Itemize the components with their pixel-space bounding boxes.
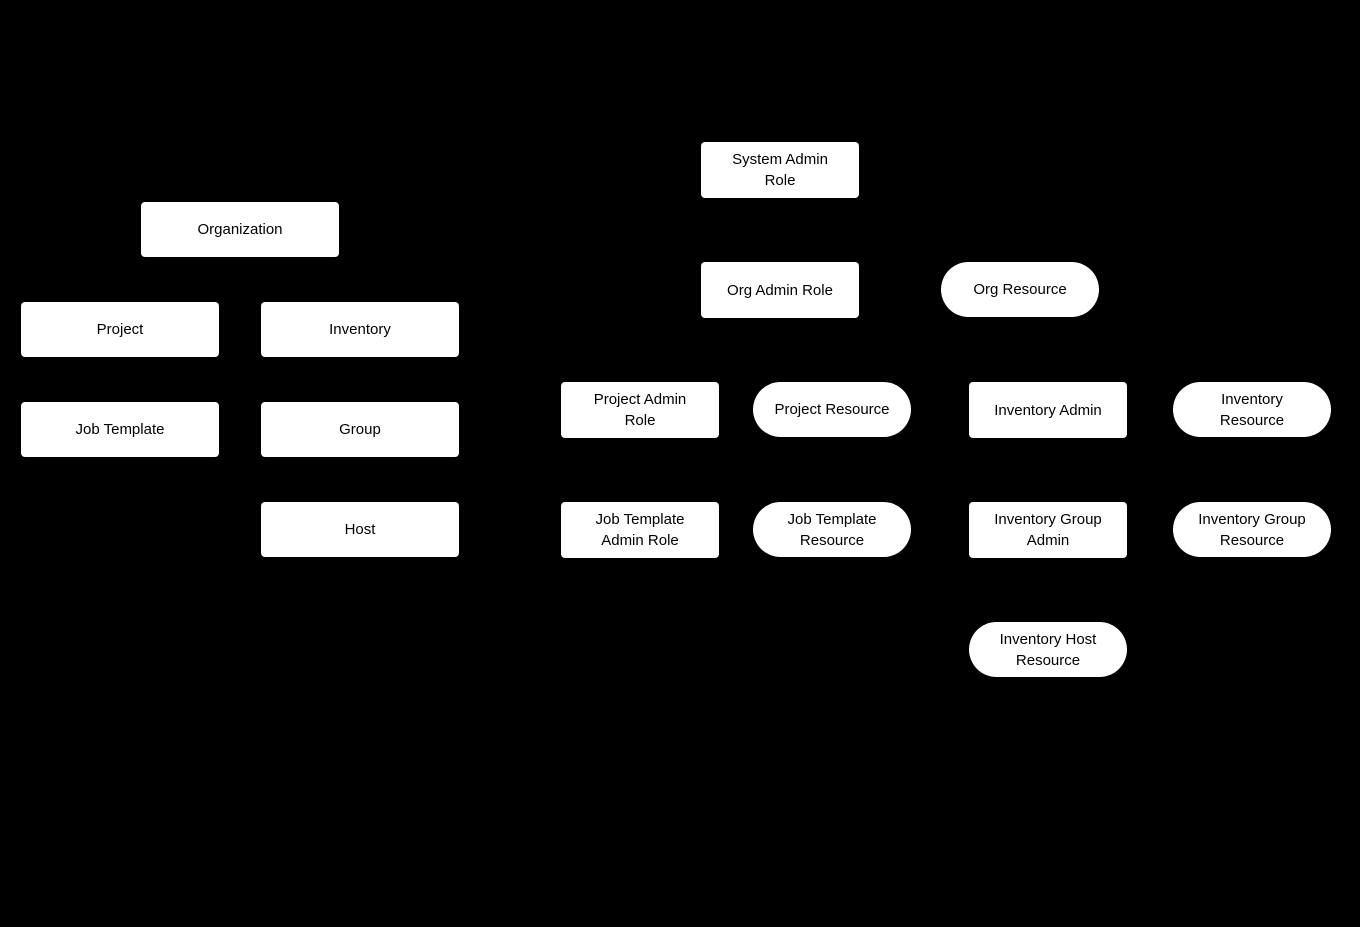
node-job-template-resource-label: Job Template Resource bbox=[787, 510, 877, 549]
node-inventory-host-resource: Inventory Host Resource bbox=[969, 622, 1127, 677]
node-org-resource: Org Resource bbox=[941, 262, 1099, 317]
node-org-resource-label: Org Resource bbox=[973, 281, 1067, 298]
node-inventory-label: Inventory bbox=[329, 321, 391, 338]
node-inventory-host-resource-label: Inventory Host Resource bbox=[999, 630, 1097, 669]
node-org-admin-role: Org Admin Role bbox=[701, 262, 859, 318]
node-job-template-label: Job Template bbox=[75, 421, 165, 438]
node-job-template-resource: Job Template Resource bbox=[753, 502, 911, 557]
node-group: Group bbox=[261, 402, 459, 457]
node-group-label: Group bbox=[339, 421, 381, 438]
node-job-template-admin-role: Job Template Admin Role bbox=[561, 502, 719, 558]
node-inventory-resource-label: Inventory Resource bbox=[1219, 390, 1285, 429]
node-inventory-admin-label: Inventory Admin bbox=[994, 401, 1102, 419]
node-inventory: Inventory bbox=[261, 302, 459, 357]
node-project-resource: Project Resource bbox=[753, 382, 911, 437]
node-system-admin-role: System Admin Role bbox=[701, 142, 859, 198]
node-inventory-group-resource-label: Inventory Group Resource bbox=[1198, 510, 1306, 549]
node-organization: Organization bbox=[141, 202, 339, 257]
node-org-admin-role-label: Org Admin Role bbox=[727, 281, 833, 299]
node-inventory-group-admin-label: Inventory Group Admin bbox=[994, 511, 1102, 549]
node-inventory-group-admin: Inventory Group Admin bbox=[969, 502, 1127, 558]
node-organization-label: Organization bbox=[197, 221, 283, 238]
node-inventory-admin: Inventory Admin bbox=[969, 382, 1127, 438]
node-system-admin-role-label: System Admin Role bbox=[732, 151, 828, 189]
node-host: Host bbox=[261, 502, 459, 557]
node-inventory-resource: Inventory Resource bbox=[1173, 382, 1331, 437]
node-host-label: Host bbox=[344, 521, 376, 538]
node-project-admin-role-label: Project Admin Role bbox=[593, 391, 687, 429]
node-project-admin-role: Project Admin Role bbox=[561, 382, 719, 438]
node-inventory-group-resource: Inventory Group Resource bbox=[1173, 502, 1331, 557]
node-project-label: Project bbox=[96, 321, 144, 338]
node-job-template-admin-role-label: Job Template Admin Role bbox=[595, 511, 685, 549]
node-job-template: Job Template bbox=[21, 402, 219, 457]
node-project-resource-label: Project Resource bbox=[774, 401, 890, 418]
node-project: Project bbox=[21, 302, 219, 357]
